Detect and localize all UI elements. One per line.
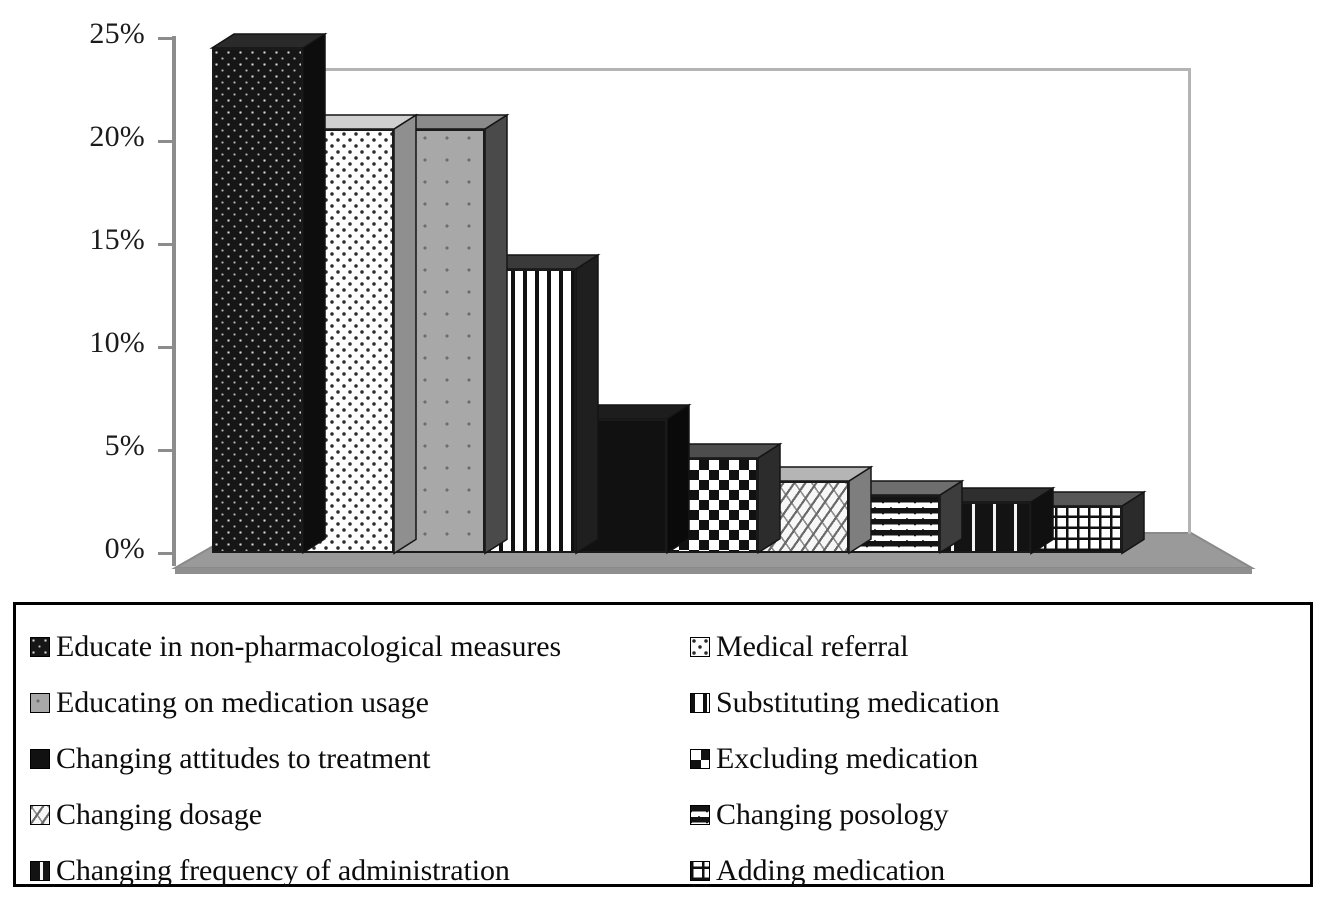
bar-side-face <box>575 253 599 555</box>
y-axis-tick-label-text: 0% <box>104 532 145 565</box>
bar-side-face <box>393 113 417 555</box>
legend-swatch-icon <box>30 637 50 657</box>
bar-series-group <box>209 32 1147 555</box>
legend-item[interactable]: Educate in non-pharmacological measures <box>30 619 561 675</box>
y-axis-tick-label-text: 25% <box>89 17 145 50</box>
legend-item-label: Educate in non-pharmacological measures <box>56 630 562 663</box>
legend-swatch-icon <box>30 805 50 825</box>
bar <box>1028 490 1147 555</box>
bar <box>209 32 328 555</box>
legend-swatch-icon <box>690 749 710 769</box>
legend-swatch-icon <box>30 693 50 713</box>
legend-item[interactable]: Changing dosage <box>30 787 262 843</box>
y-axis-tick <box>158 140 174 143</box>
y-axis-tick-label-text: 10% <box>89 326 145 359</box>
bar-front-face <box>212 48 303 553</box>
legend-item-label: Changing dosage <box>56 798 262 831</box>
legend-item-label: Excluding medication <box>716 742 979 775</box>
legend-swatch-icon <box>30 861 50 881</box>
legend-swatch-icon <box>690 805 710 825</box>
y-axis-tick <box>158 243 174 246</box>
bar-side-face <box>666 403 690 555</box>
legend-item-label: Changing frequency of administration <box>56 854 510 887</box>
legend-item[interactable]: Changing frequency of administration <box>30 843 510 899</box>
legend-item-label: Substituting medication <box>716 686 1000 719</box>
legend-swatch-icon <box>30 749 50 769</box>
legend-item[interactable]: Adding medication <box>690 843 945 899</box>
y-axis-tick <box>158 552 174 555</box>
legend-item-label: Adding medication <box>716 854 946 887</box>
bar-side-face <box>302 32 326 555</box>
legend-item[interactable]: Excluding medication <box>690 731 978 787</box>
legend-swatch-icon <box>690 861 710 881</box>
bar-chart-figure: 25% 20% 15% 10% 5% 0% <box>89 17 1256 574</box>
y-axis-tick-label-text: 20% <box>89 120 145 153</box>
bar-side-face <box>757 442 781 555</box>
y-axis-tick <box>158 346 174 349</box>
y-axis-tick-label-text: 5% <box>104 429 145 462</box>
legend-swatch-icon <box>690 693 710 713</box>
legend-item[interactable]: Changing posology <box>690 787 949 843</box>
y-axis-tick-label-text: 15% <box>89 223 145 256</box>
legend-item[interactable]: Substituting medication <box>690 675 1000 731</box>
legend-item-label: Changing posology <box>716 798 949 831</box>
legend-item[interactable]: Medical referral <box>690 619 909 675</box>
y-axis-line <box>172 36 176 566</box>
y-axis-tick <box>158 449 174 452</box>
legend-item-label: Changing attitudes to treatment <box>56 742 431 775</box>
bar-front-face <box>1031 505 1122 553</box>
legend-swatch-icon <box>690 637 710 657</box>
legend-item-label: Educating on medication usage <box>56 686 429 719</box>
bar-side-face <box>484 113 508 555</box>
legend-item[interactable]: Changing attitudes to treatment <box>30 731 430 787</box>
legend-item[interactable]: Educating on medication usage <box>30 675 429 731</box>
y-axis-tick <box>158 37 174 40</box>
legend-item-label: Medical referral <box>716 630 909 663</box>
bar-top-face <box>209 33 328 50</box>
